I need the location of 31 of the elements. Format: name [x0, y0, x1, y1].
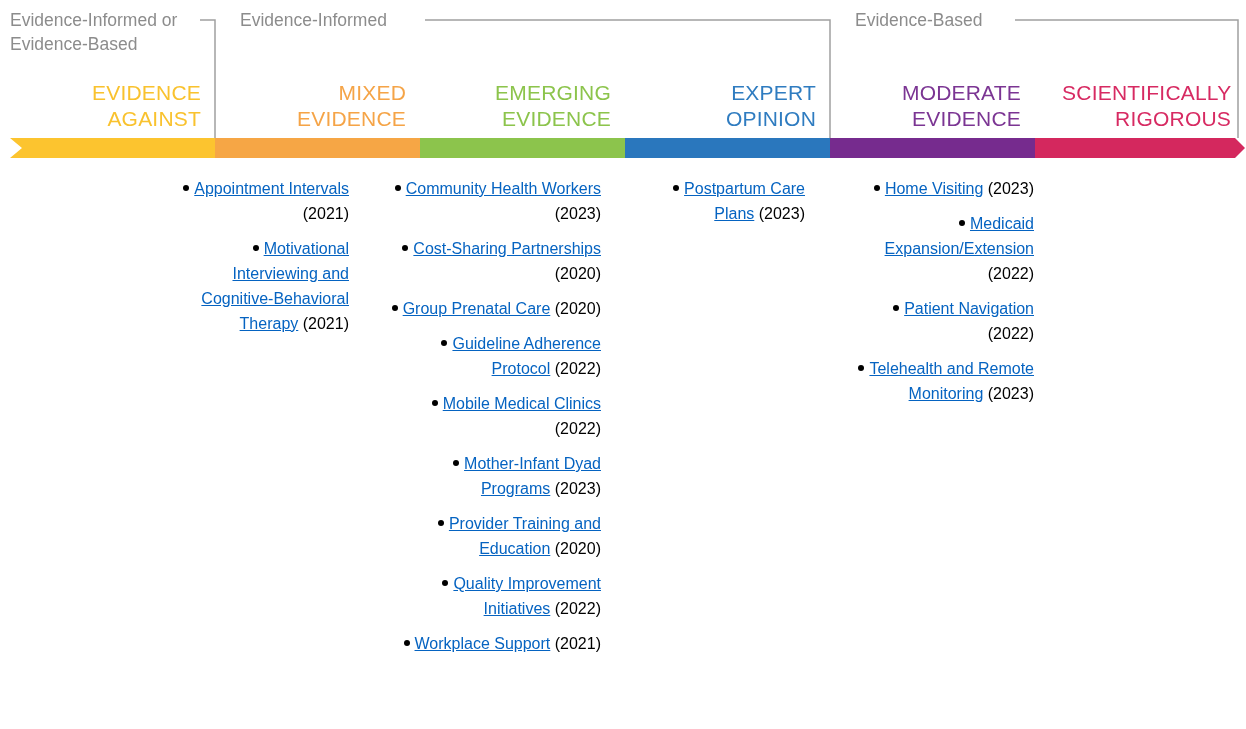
group-label: Evidence-Informed	[240, 9, 387, 32]
program-list-item: Workplace Support (2021)	[386, 631, 601, 656]
program-list-item: Postpartum Care Plans (2023)	[635, 176, 805, 226]
program-list-item: Motivational Interviewing and Cognitive-Behavioral Therapy (2021)	[200, 239, 349, 334]
program-list-item: Patient Navigation (2022)	[844, 296, 1034, 346]
scale-bar-segment	[1035, 138, 1245, 158]
scale-bar-segment	[830, 138, 1035, 158]
program-list-item: Medicaid Expansion/Extension (2022)	[883, 214, 1034, 284]
evidence-level-heading: EXPERT OPINION	[725, 80, 816, 132]
program-list-item: Group Prenatal Care (2020)	[386, 296, 601, 321]
scale-bar-segment	[625, 138, 830, 158]
evidence-level-heading: MODERATE EVIDENCE	[901, 80, 1021, 132]
program-list-item: Quality Improvement Initiatives (2022)	[386, 571, 601, 621]
program-list-item: Mother-Infant Dyad Programs (2023)	[386, 451, 601, 501]
evidence-level-heading: MIXED EVIDENCE	[297, 80, 406, 132]
program-list-item: Cost-Sharing Partnerships (2020)	[386, 236, 601, 286]
program-list-item: Telehealth and Remote Monitoring (2023)	[844, 356, 1034, 406]
scale-bar-segment	[10, 138, 215, 158]
program-list-item: Mobile Medical Clinics (2022)	[386, 391, 601, 441]
scale-bar-segment	[215, 138, 420, 158]
group-label: Evidence-Based	[855, 9, 983, 32]
program-list-item: Community Health Workers (2023)	[386, 176, 601, 226]
group-label: Evidence-Informed or Evidence-Based	[10, 9, 179, 56]
program-list-item: Home Visiting (2023)	[844, 176, 1034, 201]
evidence-level-heading: EMERGING EVIDENCE	[495, 80, 611, 132]
scale-bar-segment	[420, 138, 625, 158]
evidence-level-heading: SCIENTIFICALLY RIGOROUS	[1062, 80, 1231, 132]
program-list-item: Guideline Adherence Protocol (2022)	[386, 331, 601, 381]
program-list-item: Provider Training and Education (2020)	[386, 511, 601, 561]
evidence-level-heading: EVIDENCE AGAINST	[92, 80, 201, 132]
program-list-item: Appointment Intervals (2021)	[164, 176, 349, 226]
